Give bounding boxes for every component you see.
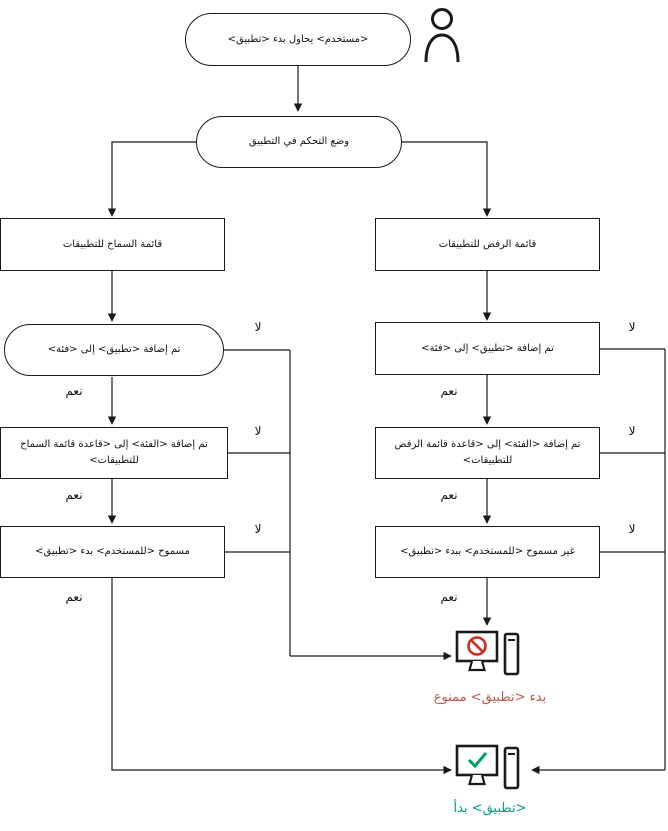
edge-label-yes-left-3: نعم bbox=[65, 590, 83, 604]
node-app-control-mode: وضع التحكم في التطبيق bbox=[196, 116, 402, 168]
edge-label-yes-right-3: نعم bbox=[440, 590, 458, 604]
edge-label-no-left-3: لا bbox=[254, 522, 262, 536]
node-left-category-in-rule: تم إضافة <الفئة> إلى <قاعدة قائمة السماح… bbox=[0, 427, 228, 479]
node-right-user-not-allowed: غير مسموح <للمستخدم> ببدء <تطبيق> bbox=[375, 526, 600, 578]
node-allowlist: قائمة السماح للتطبيقات bbox=[0, 218, 225, 271]
computer-started-icon bbox=[455, 744, 520, 790]
node-right-category-in-rule: تم إضافة <الفئة> إلى <قاعدة قائمة الرفض … bbox=[375, 427, 600, 479]
edge-label-no-right-2: لا bbox=[628, 424, 636, 438]
edge-label-no-left-2: لا bbox=[254, 424, 262, 438]
edge-label-no-right-3: لا bbox=[628, 522, 636, 536]
computer-blocked-icon bbox=[455, 630, 520, 676]
started-label: <تطبيق> بدأ bbox=[453, 801, 527, 816]
node-right-app-in-category: تم إضافة <تطبيق> إلى <فئة> bbox=[375, 322, 600, 375]
node-left-app-in-category: تم إضافة <تطبيق> إلى <فئة> bbox=[4, 324, 224, 376]
node-user-starts-app: <مستخدم> يحاول بدء <تطبيق> bbox=[185, 13, 411, 66]
edge-label-no-left-1: لا bbox=[254, 320, 262, 334]
node-left-user-allowed: مسموح <للمستخدم> بدء <تطبيق> bbox=[0, 526, 225, 578]
edge-label-yes-left-1: نعم bbox=[65, 384, 83, 398]
edge-label-yes-left-2: نعم bbox=[65, 488, 83, 502]
edge-label-yes-right-1: نعم bbox=[440, 384, 458, 398]
edge-label-no-right-1: لا bbox=[628, 320, 636, 334]
blocked-label: بدء <تطبيق> ممنوع bbox=[433, 690, 547, 705]
user-icon bbox=[424, 8, 460, 63]
node-denylist: قائمة الرفض للتطبيقات bbox=[375, 218, 600, 271]
edge-label-yes-right-2: نعم bbox=[440, 488, 458, 502]
